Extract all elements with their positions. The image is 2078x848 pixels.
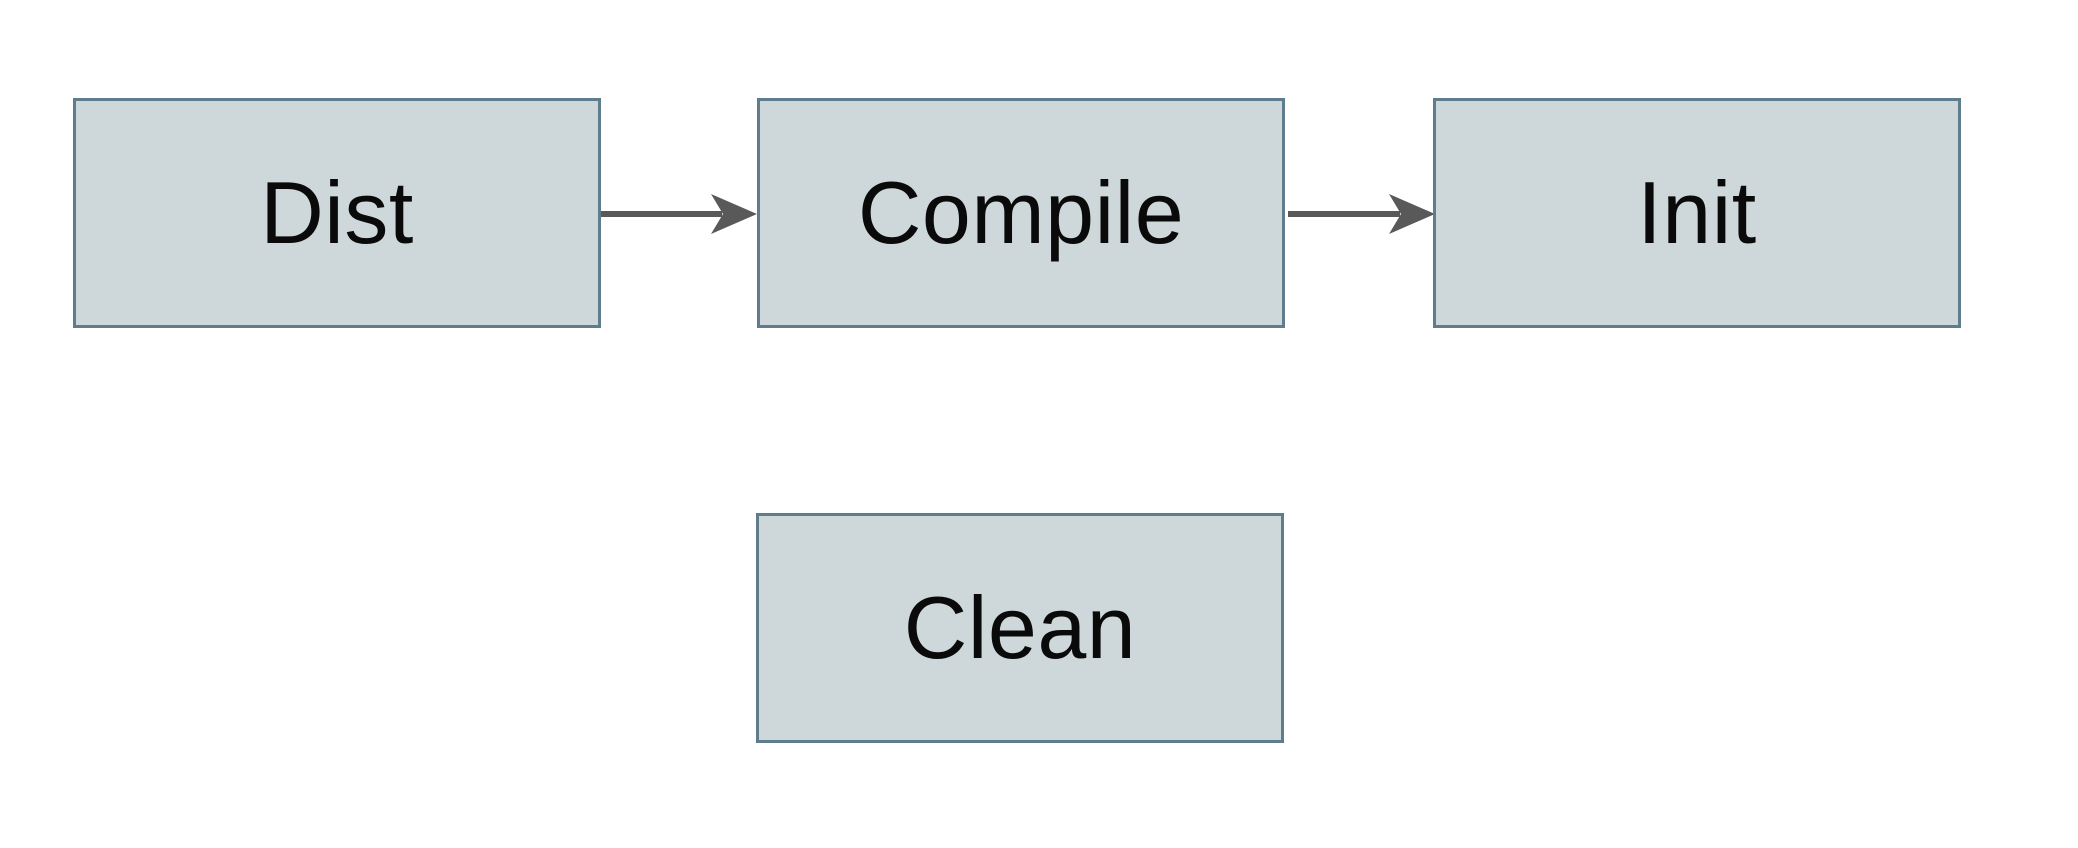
node-compile-label: Compile bbox=[857, 163, 1185, 262]
node-init-label: Init bbox=[1637, 163, 1757, 262]
node-compile: Compile bbox=[757, 98, 1285, 328]
arrow-compile-to-init bbox=[1288, 194, 1435, 234]
node-dist-label: Dist bbox=[260, 163, 414, 262]
node-clean: Clean bbox=[756, 513, 1284, 743]
node-clean-label: Clean bbox=[903, 578, 1137, 677]
arrow-dist-to-compile bbox=[598, 194, 757, 234]
node-dist: Dist bbox=[73, 98, 601, 328]
node-init: Init bbox=[1433, 98, 1961, 328]
